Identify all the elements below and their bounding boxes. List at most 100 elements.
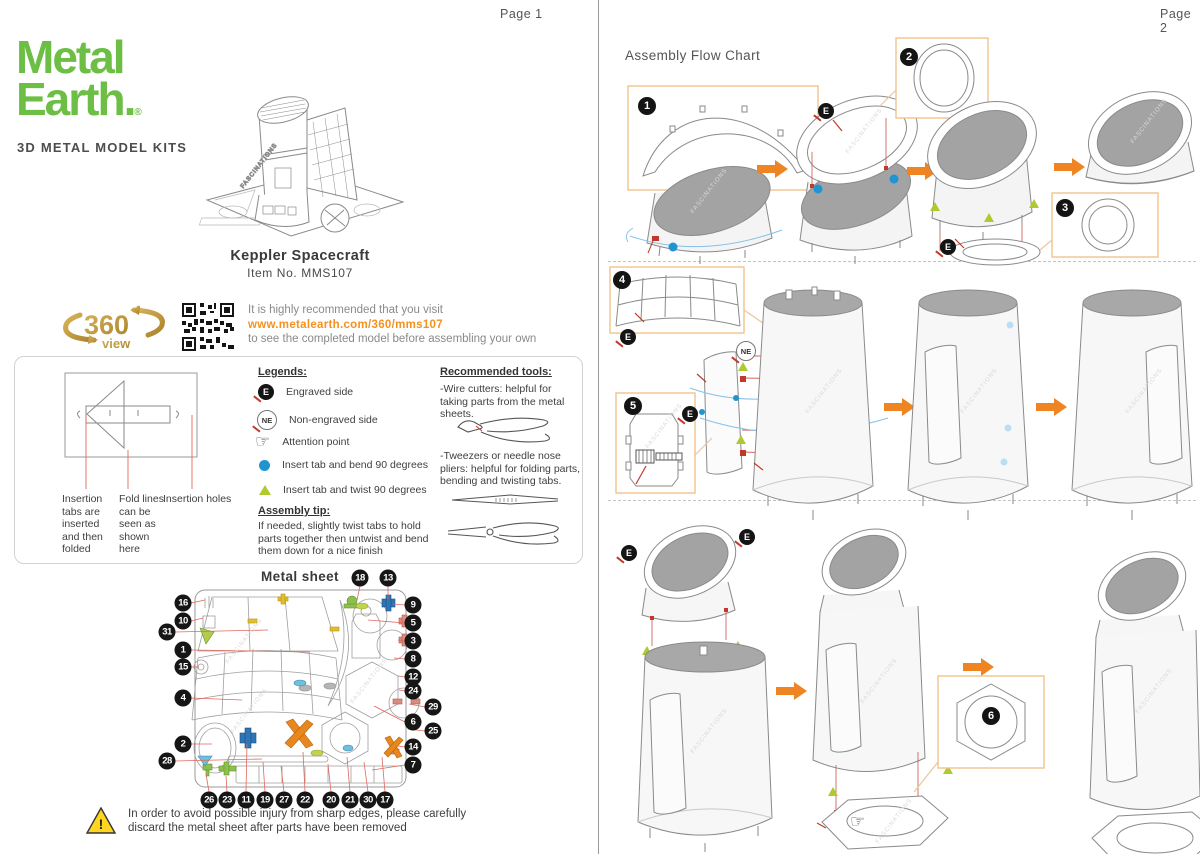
assembly-tip-title: Assembly tip:	[258, 505, 331, 517]
product-title-block: Keppler Spacecraft Item No. MMS107	[180, 248, 420, 280]
flow-separator-1	[608, 261, 1196, 262]
logo-line2: Earth.®	[16, 73, 142, 126]
bend-dot-icon	[259, 459, 270, 471]
sheet-callout: 19	[256, 791, 274, 809]
flow-step-badge: 3	[1056, 199, 1074, 217]
sheet-callout: 14	[404, 738, 422, 756]
sheet-callout: 11	[237, 791, 255, 809]
wire-cutters-icon	[457, 417, 551, 443]
non-engraved-marker-icon: NE	[257, 410, 277, 430]
legend-engraved-label: Engraved side	[286, 386, 354, 398]
engraved-marker: E	[682, 406, 698, 422]
sheet-callout: 16	[174, 594, 192, 612]
flow-row3: FASCINATIONS FASCINATIONS FASCINATIONS	[637, 525, 1200, 854]
product-name: Keppler Spacecraft	[230, 248, 370, 264]
promo-url[interactable]: www.metalearth.com/360/mms107	[248, 318, 443, 331]
metal-earth-logo: Metal Earth.®	[16, 31, 142, 126]
engraved-marker: E	[620, 329, 636, 345]
legend-non-engraved-label: Non-engraved side	[289, 414, 378, 426]
logo-line1: Metal	[16, 31, 126, 83]
warning-block: ! In order to avoid possible injury from…	[86, 807, 480, 835]
sheet-callout: 27	[275, 791, 293, 809]
engraved-marker-icon: E	[258, 384, 274, 400]
tool1-text: -Wire cutters: helpful for taking parts …	[440, 383, 565, 420]
sheet-callout: 8	[404, 650, 422, 668]
sheet-callout: 4	[174, 689, 192, 707]
needle-nose-pliers-icon	[447, 522, 559, 545]
flow-separator-2	[608, 500, 1196, 501]
page1-label: Page 1	[500, 7, 543, 21]
fold-diagram	[64, 372, 198, 489]
attention-hand-icon: ☞	[255, 432, 271, 451]
engraved-marker: E	[818, 103, 834, 119]
legend-engraved: E Engraved side	[258, 384, 353, 400]
non-engraved-marker: NE	[736, 341, 756, 361]
sheet-callout: 24	[404, 682, 422, 700]
twist-triangle-icon	[259, 485, 271, 495]
sheet-callout: 17	[376, 791, 394, 809]
page2-label: Page 2	[1160, 7, 1192, 35]
flow-step-badge: 4	[613, 271, 631, 289]
sheet-callout: 13	[379, 569, 397, 587]
warning-triangle-icon: !	[86, 807, 116, 834]
sheet-callout: 21	[341, 791, 359, 809]
legend-attention: ☞ Attention point	[255, 432, 349, 452]
sheet-callout: 10	[174, 612, 192, 630]
flow-row1: FASCINATIONS FASCINATIONS	[625, 37, 1195, 266]
sheet-callout: 22	[296, 791, 314, 809]
legend-attention-label: Attention point	[282, 436, 350, 448]
flow-step-badge: 2	[900, 48, 918, 66]
legend-twist: Insert tab and twist 90 degrees	[259, 484, 427, 496]
sheet-callout: 28	[158, 752, 176, 770]
flow-row2: FASCINATIONS FASCINATIONS FASCINATIONS F…	[609, 266, 1193, 520]
sheet-callout: 7	[404, 756, 422, 774]
flow-step-badge: 6	[982, 707, 1000, 725]
badge-view-word: view	[102, 336, 131, 351]
engraved-marker: E	[621, 545, 637, 561]
legend-bend-label: Insert tab and bend 90 degrees	[282, 459, 428, 471]
sheet-callout: 25	[424, 722, 442, 740]
flow-step-badge: 5	[624, 397, 642, 415]
svg-text:!: !	[99, 816, 104, 832]
legend-non-engraved: NE Non-engraved side	[257, 410, 378, 430]
promo-text: It is highly recommended that you visit …	[248, 303, 558, 347]
sheet-callout: 29	[424, 698, 442, 716]
sheet-callout: 26	[200, 791, 218, 809]
sheet-callout: 9	[404, 596, 422, 614]
sheet-callout: 18	[351, 569, 369, 587]
sheet-callout: 6	[404, 713, 422, 731]
fold-label-2: Fold lines can be seen as shown here	[119, 493, 164, 555]
badge-360-view: 360 ° view	[63, 303, 165, 351]
sheet-callout: 30	[359, 791, 377, 809]
legend-bend: Insert tab and bend 90 degrees	[259, 459, 428, 471]
promo-line1: It is highly recommended that you visit	[248, 304, 443, 316]
registered-mark: ®	[134, 107, 142, 119]
fold-label-1: Insertion tabs are inserted and then fol…	[62, 493, 103, 555]
promo-line3: to see the completed model before assemb…	[248, 333, 537, 345]
page-divider	[598, 0, 599, 854]
product-item-no: Item No. MMS107	[247, 266, 353, 280]
sheet-callout: 20	[322, 791, 340, 809]
sheet-callout: 5	[404, 614, 422, 632]
flow-step-badge: 1	[638, 97, 656, 115]
sheet-callout: 1	[174, 641, 192, 659]
sheet-callout: 3	[404, 632, 422, 650]
sheet-callout: 12	[404, 668, 422, 686]
assembly-flow-art: FASCINATIONS FASCINATIONS	[609, 37, 1200, 854]
assembly-tip-text: If needed, slightly twist tabs to hold p…	[258, 520, 429, 557]
attention-hand-icon: ☞	[850, 812, 866, 831]
tools-title: Recommended tools:	[440, 366, 552, 378]
qr-code	[182, 303, 234, 351]
engraved-marker: E	[940, 239, 956, 255]
logo-tagline: 3D METAL MODEL KITS	[17, 140, 188, 155]
sheet-callout: 23	[218, 791, 236, 809]
fold-label-3: Insertion holes	[163, 493, 232, 505]
sheet-callout: 31	[158, 623, 176, 641]
metal-sheet-title: Metal sheet	[261, 569, 339, 584]
product-line-art: FASCINATIONS	[198, 96, 405, 237]
engraved-marker: E	[739, 529, 755, 545]
warning-text: In order to avoid possible injury from s…	[128, 808, 467, 834]
flow-chart-title: Assembly Flow Chart	[625, 48, 761, 63]
sheet-callout: 2	[174, 735, 192, 753]
